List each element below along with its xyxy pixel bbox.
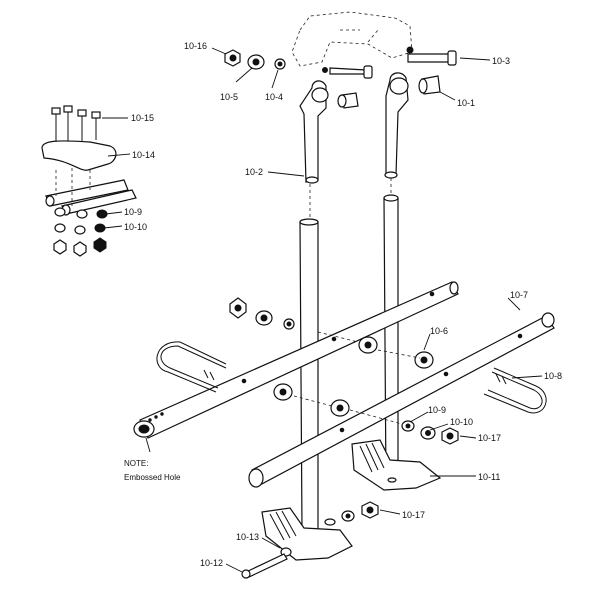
lower-post-right — [383, 194, 399, 487]
label-10-13: 10-13 — [236, 532, 259, 542]
label-10-16: 10-16 — [184, 41, 207, 51]
label-10-6: 10-6 — [430, 326, 448, 336]
bolt-10-3 — [406, 46, 457, 66]
label-10-1: 10-1 — [457, 98, 475, 108]
u-bolt-left — [156, 341, 227, 393]
washer-10-5 — [247, 54, 265, 70]
note-text: Embossed Hole — [124, 473, 181, 482]
nut-10-16 — [224, 49, 241, 67]
crossbar-hardware — [229, 297, 459, 445]
crossbar-back — [133, 281, 459, 439]
upright-left-10-2 — [299, 80, 329, 184]
label-10-14: 10-14 — [132, 150, 155, 160]
label-10-12: 10-12 — [200, 558, 223, 568]
label-10-9-inset: 10-9 — [124, 207, 142, 217]
inset-clamp-assembly — [41, 105, 137, 257]
label-10-11: 10-11 — [478, 472, 500, 482]
note-title: NOTE: — [124, 459, 148, 468]
label-10-9: 10-9 — [428, 405, 446, 415]
upright-right-10-2 — [384, 72, 409, 179]
label-10-4: 10-4 — [265, 92, 283, 102]
leader-lines — [102, 47, 543, 573]
label-10-3: 10-3 — [492, 56, 510, 66]
label-10-10: 10-10 — [450, 417, 473, 427]
bushing-10-1 — [418, 75, 441, 95]
lower-post-left — [299, 218, 319, 531]
label-10-17-upper: 10-17 — [478, 433, 501, 443]
u-bolt-right-10-8 — [483, 367, 547, 414]
label-10-10-inset: 10-10 — [124, 222, 147, 232]
crossbar-front-10-7 — [248, 312, 555, 488]
foot-plate-10-11 — [351, 439, 442, 491]
hitch-outline — [291, 11, 413, 67]
bolt-10-3b — [322, 65, 373, 79]
label-10-15: 10-15 — [131, 113, 154, 123]
foot-hardware — [241, 501, 379, 579]
label-10-8: 10-8 — [544, 371, 562, 381]
label-10-7: 10-7 — [510, 290, 528, 300]
label-10-5: 10-5 — [220, 92, 238, 102]
label-10-17-lower: 10-17 — [402, 510, 425, 520]
callout-labels: 10-16 10-5 10-4 10-3 10-1 10-15 10-14 10… — [124, 41, 562, 568]
label-10-2: 10-2 — [245, 167, 263, 177]
washer-10-4 — [274, 58, 286, 70]
foot-plate-left — [261, 507, 353, 561]
bushing-left — [337, 92, 359, 109]
note: NOTE: Embossed Hole — [124, 459, 181, 482]
